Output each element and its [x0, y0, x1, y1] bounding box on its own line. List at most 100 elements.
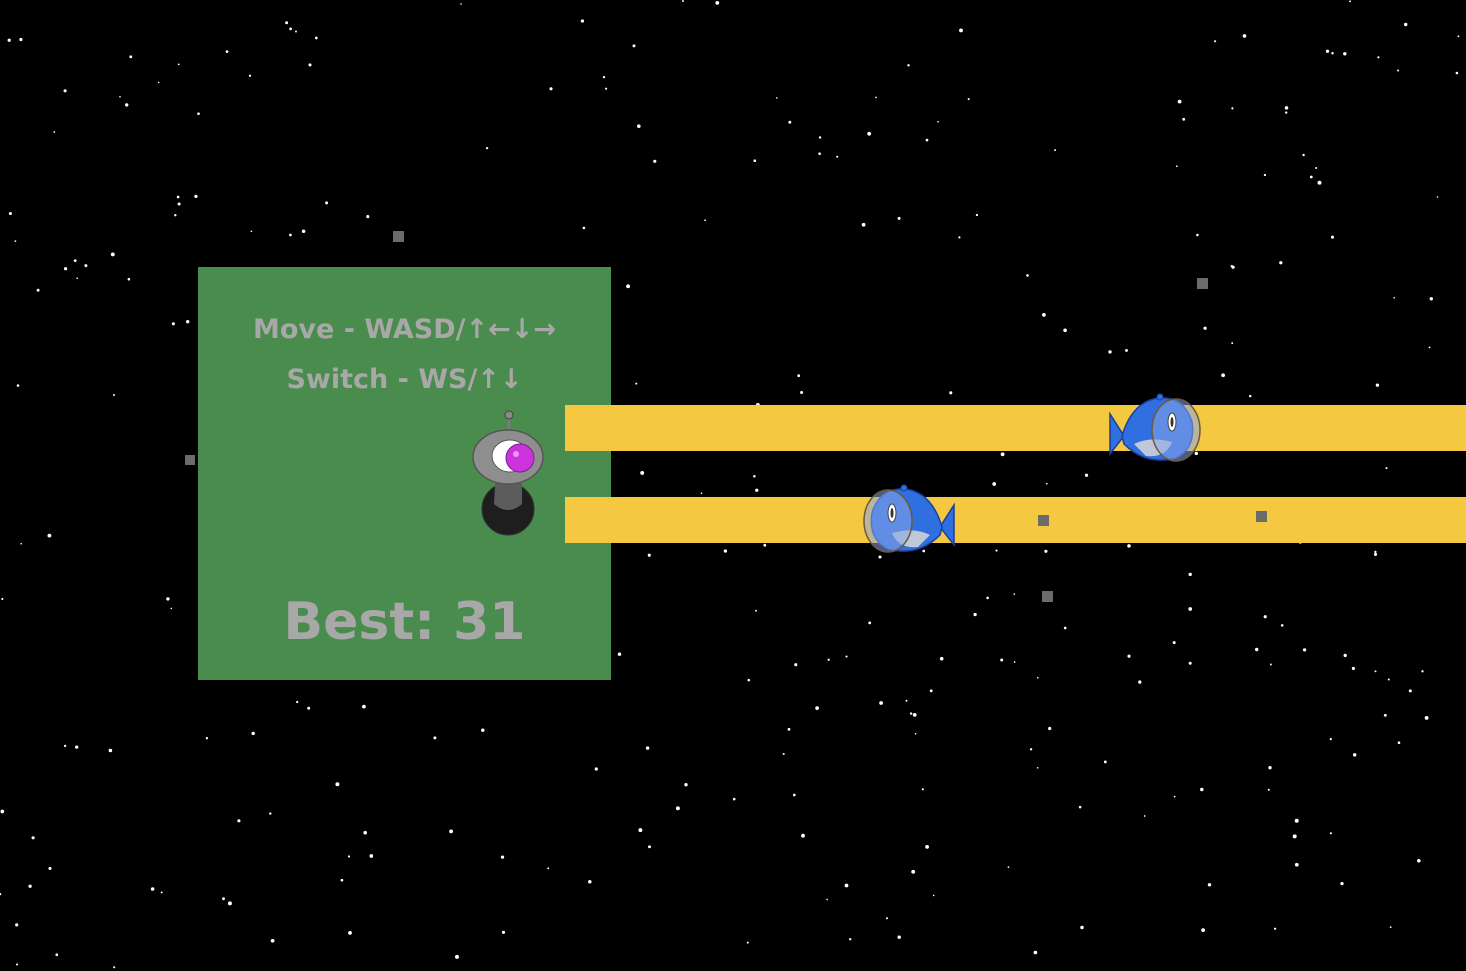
star [1429, 297, 1433, 301]
space-debris [1197, 278, 1208, 289]
star [289, 233, 292, 237]
star [732, 797, 736, 801]
star [251, 731, 255, 736]
star [645, 746, 650, 750]
star [363, 830, 367, 835]
star [640, 470, 645, 475]
star [815, 706, 819, 710]
star [549, 87, 553, 91]
star [897, 216, 901, 220]
star [647, 553, 651, 557]
star [792, 793, 796, 797]
star [166, 597, 170, 601]
star [362, 704, 366, 709]
star [1175, 165, 1178, 168]
star [19, 37, 23, 42]
star [992, 482, 997, 486]
star [1343, 653, 1347, 658]
star [753, 159, 757, 162]
star [582, 226, 586, 230]
star [1315, 166, 1318, 170]
star [1421, 670, 1424, 673]
star [20, 542, 23, 545]
star [788, 120, 792, 124]
star [1188, 607, 1193, 611]
star [1044, 549, 1048, 553]
star [1013, 593, 1016, 595]
star [16, 384, 20, 387]
star [177, 63, 180, 66]
star [174, 213, 177, 217]
star [605, 87, 608, 90]
star [1268, 766, 1272, 770]
star [684, 783, 688, 787]
star [1231, 107, 1234, 110]
star [1000, 452, 1005, 457]
star [1408, 689, 1412, 693]
star [700, 492, 703, 495]
star [1457, 35, 1460, 38]
star [675, 806, 680, 811]
star [1248, 394, 1252, 398]
star [237, 819, 241, 823]
star [875, 96, 877, 99]
star [84, 264, 88, 268]
star [715, 1, 720, 5]
star [1263, 615, 1267, 619]
star [1207, 883, 1212, 887]
star [973, 612, 977, 617]
star [1214, 40, 1217, 43]
star [1267, 788, 1270, 791]
star [449, 829, 453, 834]
star [580, 19, 585, 23]
star [1285, 111, 1288, 114]
star [433, 736, 437, 740]
star [912, 713, 917, 717]
star [626, 284, 631, 289]
space-debris [1256, 511, 1267, 522]
star [937, 120, 939, 123]
star [794, 663, 798, 667]
star [907, 64, 910, 67]
star [1279, 261, 1283, 265]
star [849, 938, 852, 941]
star [925, 845, 929, 849]
star [1054, 149, 1057, 152]
star [723, 549, 728, 553]
star [15, 923, 19, 927]
space-debris [185, 455, 195, 465]
star [295, 30, 297, 33]
star [75, 745, 79, 749]
star [958, 236, 961, 239]
star [119, 95, 121, 98]
star [1373, 552, 1378, 556]
star [1063, 328, 1067, 333]
star [648, 845, 651, 849]
star [1436, 196, 1439, 198]
star [160, 891, 163, 894]
star [1127, 544, 1131, 548]
space-debris [1038, 515, 1049, 526]
star [1143, 815, 1146, 817]
star [922, 549, 926, 553]
star [1221, 373, 1225, 378]
star [1033, 950, 1038, 955]
star [308, 63, 312, 67]
star [31, 836, 35, 840]
star [800, 390, 804, 395]
star [959, 28, 963, 33]
star [1294, 818, 1299, 823]
star [939, 656, 944, 661]
star [500, 855, 505, 859]
star [818, 152, 821, 156]
star [47, 533, 52, 538]
star [1397, 741, 1401, 744]
star [127, 277, 131, 281]
star [248, 74, 252, 77]
star [827, 658, 830, 661]
star [48, 866, 52, 870]
star [269, 812, 272, 815]
star [1375, 383, 1380, 387]
star [844, 883, 849, 888]
